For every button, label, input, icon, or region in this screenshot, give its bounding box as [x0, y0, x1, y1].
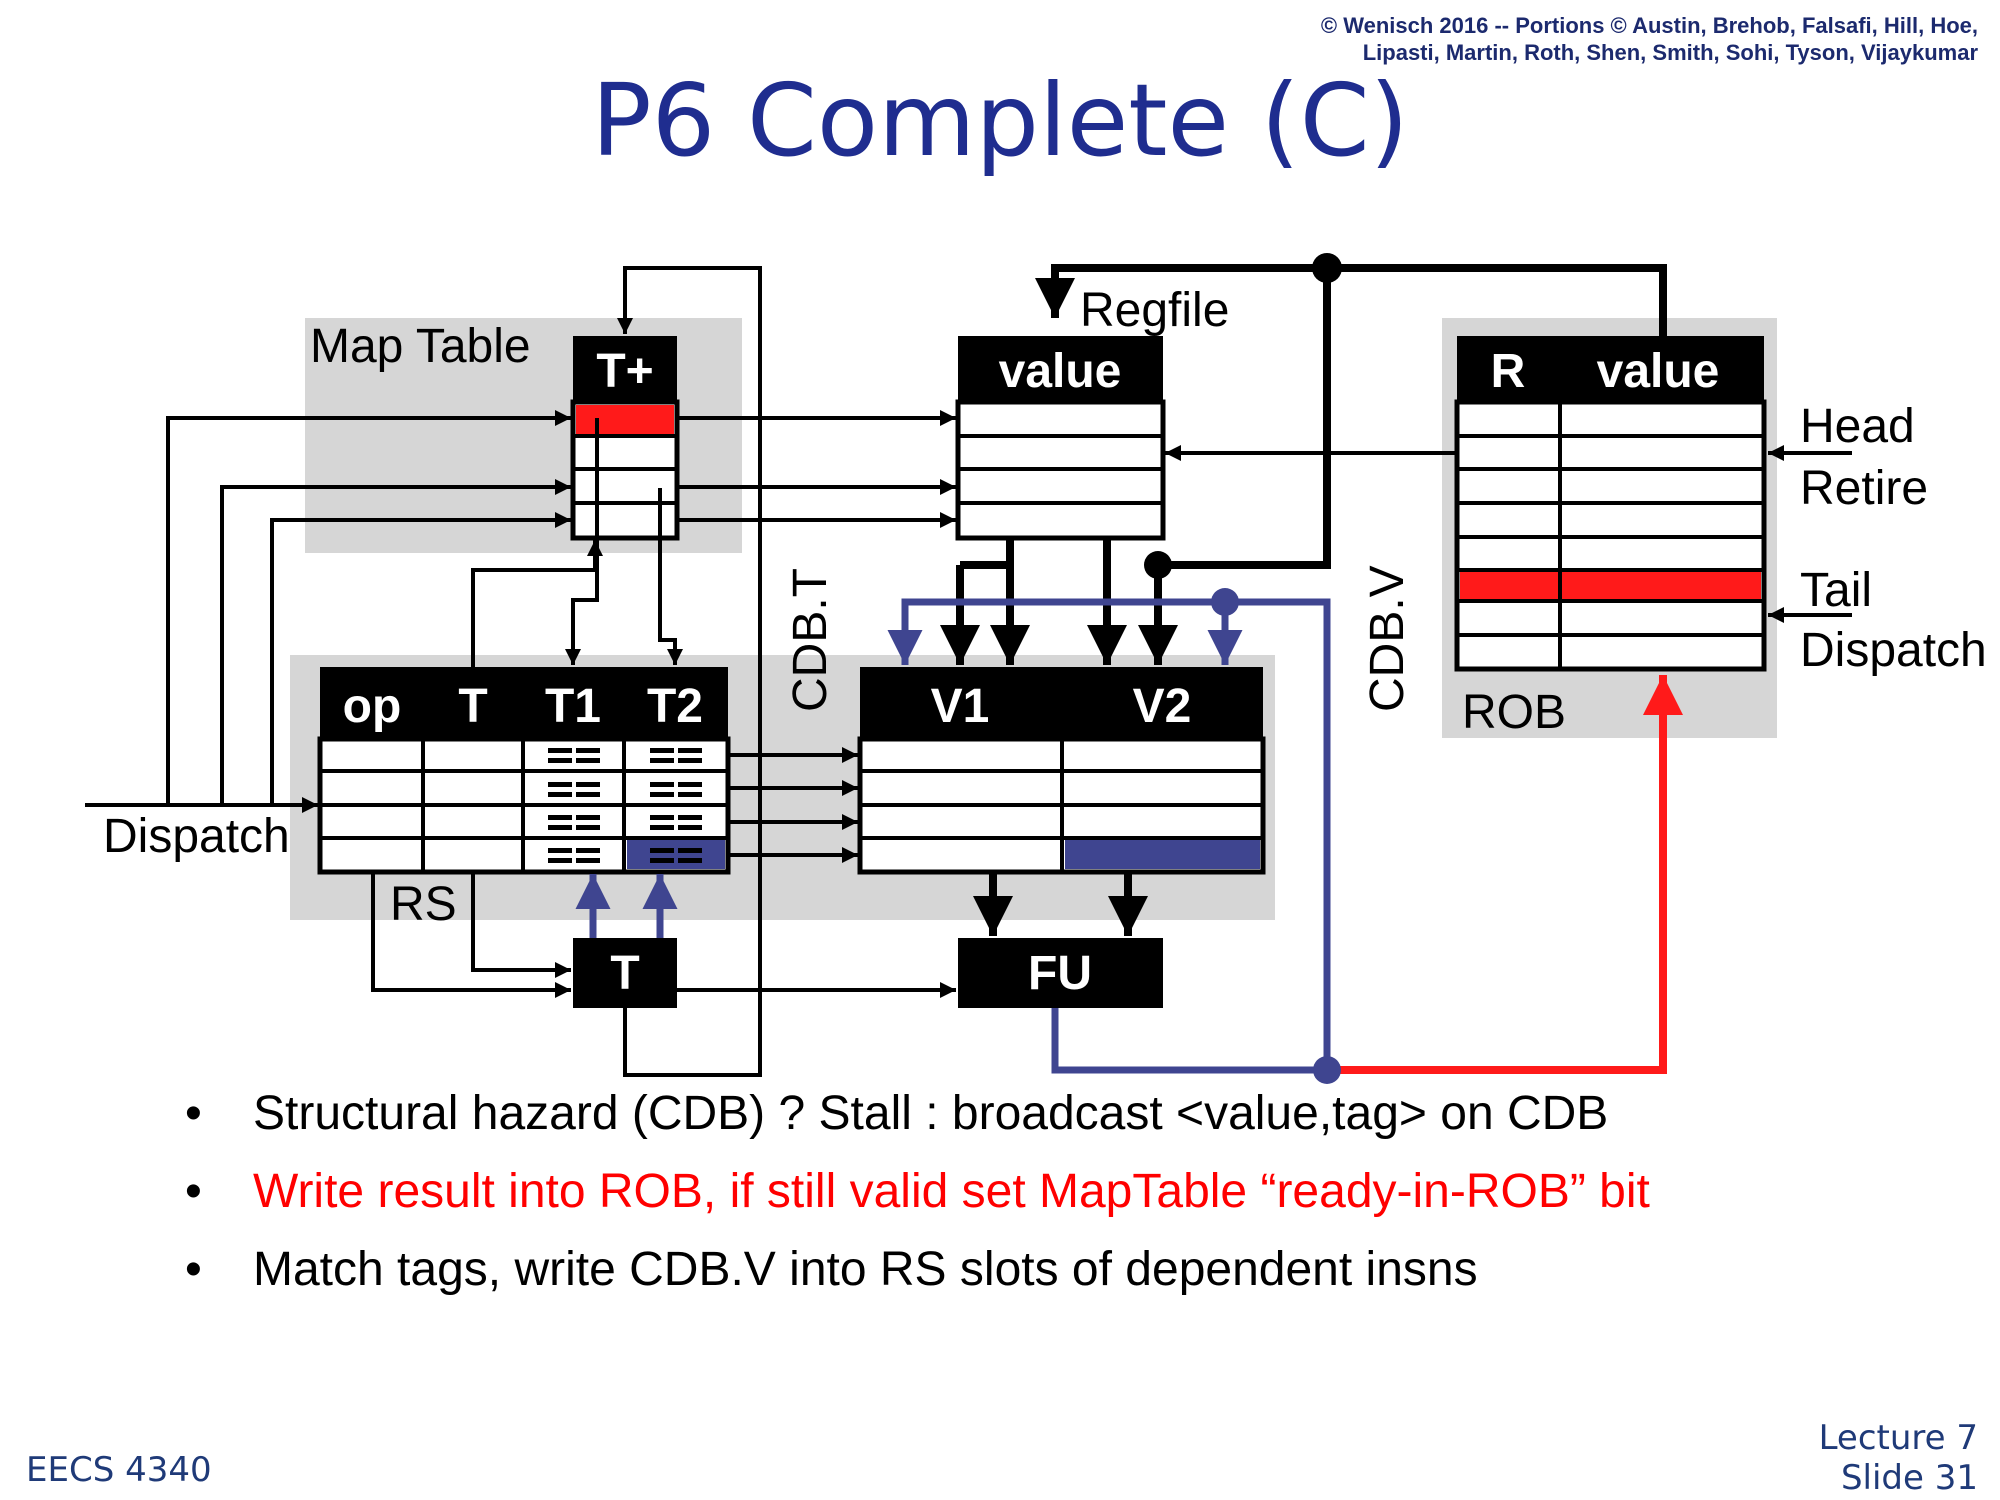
- complete-junction-dot: [1313, 1056, 1341, 1084]
- v-header-v1: V1: [931, 680, 990, 733]
- copyright-notice: © Wenisch 2016 -- Portions © Austin, Bre…: [978, 12, 1978, 66]
- v-header-v2: V2: [1133, 680, 1192, 733]
- rs-label: RS: [390, 878, 457, 931]
- bullet-item-1: • Structural hazard (CDB) ? Stall : broa…: [185, 1085, 1975, 1163]
- rob-write-path: [1327, 675, 1683, 1074]
- rs-header-t: T: [458, 680, 487, 733]
- copyright-line-1: © Wenisch 2016 -- Portions © Austin, Bre…: [1320, 13, 1978, 38]
- t-box: [573, 938, 677, 1008]
- rob-label: ROB: [1462, 686, 1566, 739]
- head-label: Head: [1800, 400, 1915, 453]
- tail-label: Tail: [1800, 564, 1872, 617]
- bullet-text-2: Write result into ROB, if still valid se…: [253, 1165, 1650, 1218]
- rs-table: op T T1 T2: [317, 667, 731, 875]
- fu-box: [958, 938, 1163, 1008]
- slide-info: Lecture 7 Slide 31: [1819, 1418, 1978, 1498]
- v2-junction-dot: [1144, 551, 1172, 579]
- regfile-header: value: [999, 345, 1122, 398]
- regfile-junction-dot: [1312, 253, 1342, 283]
- slide-title: P6 Complete (C): [591, 62, 1409, 179]
- retire-label: Retire: [1800, 462, 1928, 515]
- rs-header-t1: T1: [545, 680, 601, 733]
- copyright-line-2: Lipasti, Martin, Roth, Shen, Smith, Sohi…: [1362, 40, 1978, 65]
- rob-header-r: R: [1491, 345, 1526, 398]
- course-label: EECS 4340: [26, 1450, 212, 1490]
- bullet-list: • Structural hazard (CDB) ? Stall : broa…: [185, 1085, 1975, 1319]
- bullet-item-2: • Write result into ROB, if still valid …: [185, 1163, 1975, 1241]
- bullet-dot: •: [185, 1165, 202, 1218]
- rob-header-value: value: [1597, 345, 1720, 398]
- rob-dispatch-label: Dispatch: [1800, 624, 1987, 677]
- t-box-label: T: [610, 947, 639, 1000]
- regfile-label: Regfile: [1080, 284, 1229, 337]
- bullet-text-1: Structural hazard (CDB) ? Stall : broadc…: [253, 1087, 1609, 1140]
- regfile-table: value: [955, 336, 1166, 541]
- slide-number: Slide 31: [1840, 1458, 1978, 1498]
- bullet-text-3: Match tags, write CDB.V into RS slots of…: [253, 1243, 1478, 1296]
- cdb-v-label: CDB.V: [1361, 565, 1414, 712]
- dispatch-label: Dispatch: [103, 810, 290, 863]
- fu-label: FU: [1028, 947, 1092, 1000]
- bullet-item-3: • Match tags, write CDB.V into RS slots …: [185, 1241, 1975, 1319]
- lecture-label: Lecture 7: [1818, 1418, 1978, 1458]
- bullet-dot: •: [185, 1087, 202, 1140]
- rs-header-op: op: [343, 680, 402, 733]
- bus-wires: [940, 264, 1667, 936]
- datapath-wires: [85, 266, 1852, 1077]
- cdb-junction-dot: [1211, 588, 1239, 616]
- map-table-header: T+: [596, 345, 653, 398]
- bullet-dot: •: [185, 1243, 202, 1296]
- cdb-t-label: CDB.T: [784, 568, 837, 712]
- rs-header-t2: T2: [647, 680, 703, 733]
- value-table: V1 V2: [857, 667, 1266, 875]
- rob-table: R value: [1454, 336, 1767, 672]
- map-table-label: Map Table: [310, 320, 531, 373]
